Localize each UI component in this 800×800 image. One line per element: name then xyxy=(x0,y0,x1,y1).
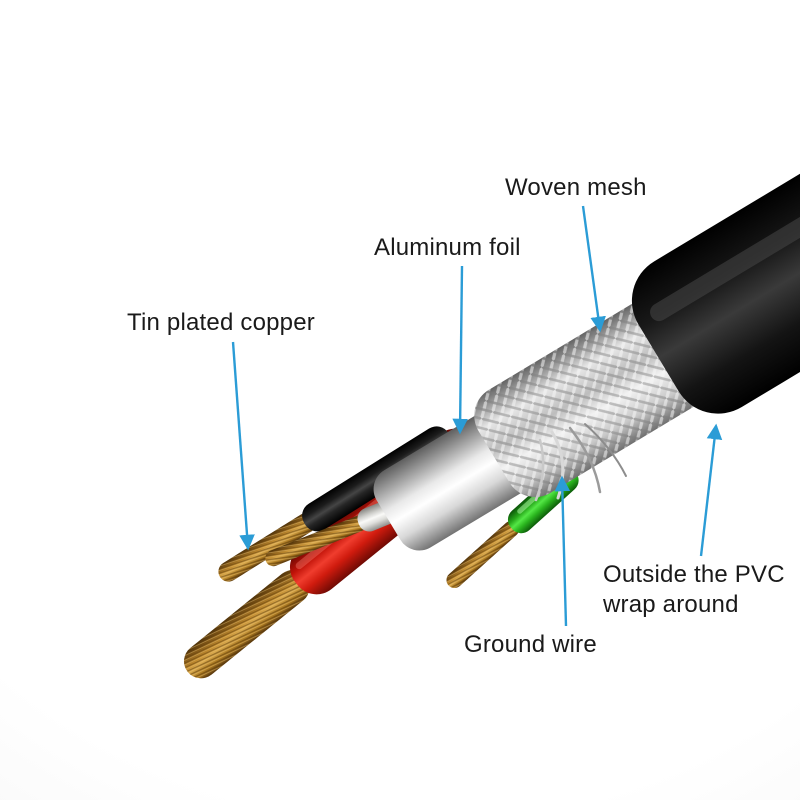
green-wire-strand-texture xyxy=(446,521,519,589)
ground-strand xyxy=(568,426,602,494)
aluminum-foil-arrow xyxy=(452,265,468,435)
ground-wire-label: Ground wire xyxy=(464,631,597,658)
woven-mesh-layer xyxy=(474,300,707,498)
ground-wire-arrow xyxy=(554,475,571,627)
tin-plated-copper-label: Tin plated copper xyxy=(127,309,315,336)
pvc-jacket-highlight xyxy=(650,142,800,322)
woven-mesh-arrow xyxy=(581,205,606,333)
red-wire-strand-texture xyxy=(183,570,310,679)
pvc-jacket xyxy=(631,124,800,414)
tin-plated-copper-arrow xyxy=(231,341,255,551)
outside-pvc-arrow xyxy=(699,423,723,557)
outside-pvc-label: Outside the PVC wrap around xyxy=(603,560,785,620)
white-wire-strand-texture xyxy=(265,515,367,567)
black-wire-strand-texture xyxy=(218,512,317,582)
woven-mesh-braid-texture xyxy=(474,300,707,498)
outside-pvc-label-line2: wrap around xyxy=(603,591,739,618)
ground-strand xyxy=(584,423,627,477)
callout-arrows-group xyxy=(231,205,723,627)
aluminum-foil-label: Aluminum foil xyxy=(374,234,521,261)
woven-mesh-label: Woven mesh xyxy=(505,174,647,201)
ground-strand xyxy=(534,438,545,502)
outside-pvc-label-line1: Outside the PVC xyxy=(603,561,785,588)
pvc-jacket-surface xyxy=(631,124,800,414)
